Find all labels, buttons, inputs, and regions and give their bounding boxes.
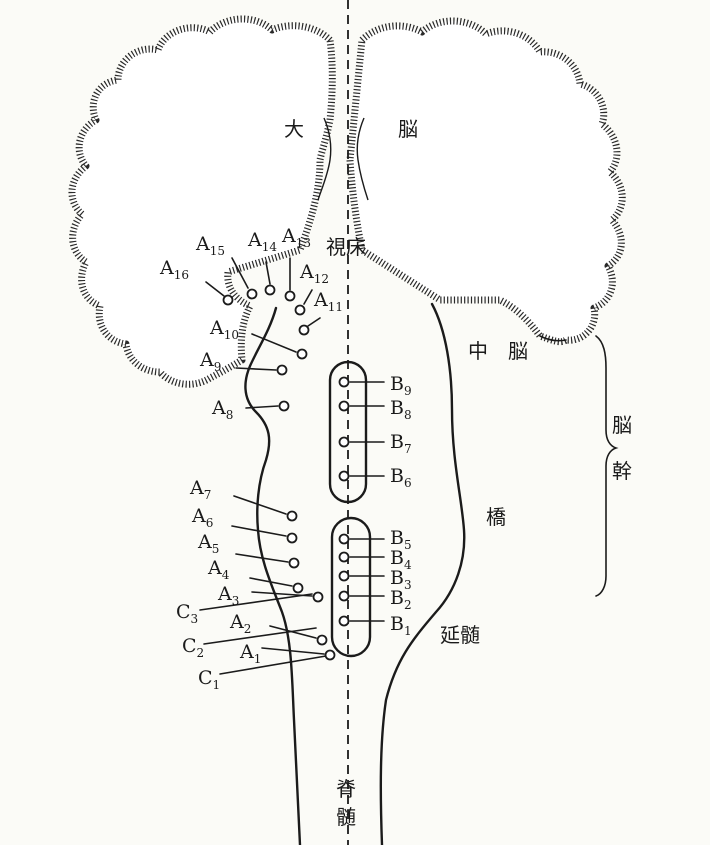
nucleus-dot-b5: [338, 533, 350, 545]
nucleus-label-b8: B8: [390, 397, 412, 422]
nucleus-dot-a8: [278, 400, 290, 412]
nucleus-label-a7: A7: [189, 477, 211, 502]
nucleus-label-b9: B9: [390, 373, 412, 398]
nucleus-dot-a12: [294, 304, 306, 316]
leader-a6: [231, 525, 287, 537]
nucleus-label-a4: A4: [207, 557, 230, 582]
left-medial-edge: [317, 117, 332, 201]
label-cerebrum-left: 大: [284, 117, 304, 141]
nucleus-label-a14: A14: [247, 229, 277, 254]
leader-c1: [219, 655, 327, 675]
nucleus-dot-a13: [284, 290, 296, 302]
nucleus-dot-b2: [338, 590, 350, 602]
nucleus-dot-a1: [324, 649, 336, 661]
nucleus-label-b7: B7: [390, 431, 412, 456]
nucleus-label-a10: A10: [209, 317, 239, 342]
leader-a12: [303, 289, 313, 305]
leader-a11: [307, 317, 321, 327]
leader-a14: [265, 261, 271, 285]
nucleus-label-a3: A3: [217, 583, 239, 608]
brainstem-right-outline: [379, 302, 466, 845]
nucleus-label-c2: C2: [182, 635, 204, 660]
nucleus-dot-a2: [316, 634, 328, 646]
nucleus-label-b5: B5: [390, 527, 412, 552]
nucleus-dot-a11: [298, 324, 310, 336]
nucleus-label-a12: A12: [299, 261, 329, 286]
label-brainstem-1: 脳: [612, 413, 632, 437]
label-spinal-2: 髄: [336, 805, 356, 829]
nucleus-label-b2: B2: [390, 587, 412, 612]
nucleus-dot-a3: [312, 591, 324, 603]
nucleus-label-c3: C3: [176, 601, 198, 626]
nucleus-dot-a6: [286, 532, 298, 544]
leader-a16: [205, 281, 225, 297]
nucleus-dot-b8: [338, 400, 350, 412]
nucleus-label-a16: A16: [159, 257, 189, 282]
brainstem-left-outline: [244, 306, 302, 845]
nucleus-dot-a15: [246, 288, 258, 300]
nucleus-label-a8: A8: [211, 397, 233, 422]
label-brainstem-2: 幹: [612, 459, 632, 483]
leader-a10: [251, 333, 297, 353]
nucleus-dot-a16: [222, 294, 234, 306]
leader-a15: [231, 257, 249, 289]
nucleus-label-a2: A2: [229, 611, 251, 636]
nucleus-label-b4: B4: [390, 547, 412, 572]
nucleus-dots: [222, 284, 350, 661]
nucleus-dot-a9: [276, 364, 288, 376]
nucleus-label-b6: B6: [390, 465, 412, 490]
nucleus-label-a5: A5: [197, 531, 219, 556]
nucleus-dot-b4: [338, 551, 350, 563]
label-thalamus: 視床: [326, 235, 366, 259]
nucleus-label-b1: B1: [390, 613, 412, 638]
nucleus-label-a6: A6: [191, 505, 213, 530]
midbrain-boundary: [539, 335, 567, 342]
nucleus-dot-b6: [338, 470, 350, 482]
nucleus-label-a9: A9: [199, 349, 221, 374]
nucleus-label-a15: A15: [195, 233, 225, 258]
nucleus-dot-a4: [292, 582, 304, 594]
nucleus-label-a1: A1: [239, 641, 261, 666]
nucleus-label-b3: B3: [390, 567, 412, 592]
label-medulla: 延髄: [440, 623, 480, 647]
b-upper-capsule: [328, 360, 368, 504]
nucleus-label-c1: C1: [198, 667, 220, 692]
leader-c3: [199, 593, 313, 611]
nucleus-dot-b9: [338, 376, 350, 388]
nucleus-dot-b7: [338, 436, 350, 448]
label-spinal-1: 脊: [336, 777, 356, 801]
leader-a1: [261, 647, 325, 655]
leader-c2: [203, 627, 317, 645]
nucleus-label-a13: A13: [281, 225, 311, 250]
nucleus-dot-a10: [296, 348, 308, 360]
label-cerebrum-right: 脳: [398, 117, 418, 141]
right-medial-edge: [356, 117, 369, 201]
brainstem-bracket: [595, 335, 619, 597]
nucleus-dot-a7: [286, 510, 298, 522]
nucleus-dot-a5: [288, 557, 300, 569]
label-midbrain: 中 脳: [468, 339, 528, 363]
nucleus-dot-b3: [338, 570, 350, 582]
b-lower-capsule: [330, 516, 372, 658]
leader-a4: [249, 577, 293, 587]
label-pons: 橋: [486, 505, 506, 529]
nucleus-label-a11: A11: [313, 289, 343, 314]
leader-lines: [199, 257, 385, 675]
left-cerebral-hemisphere: [68, 15, 336, 388]
leader-a8: [245, 405, 279, 409]
leader-a7: [233, 495, 287, 515]
nucleus-dot-a14: [264, 284, 276, 296]
nucleus-dot-b1: [338, 615, 350, 627]
leader-a5: [235, 553, 289, 563]
right-cerebral-hemisphere: [346, 17, 626, 346]
leader-a9: [235, 367, 277, 371]
